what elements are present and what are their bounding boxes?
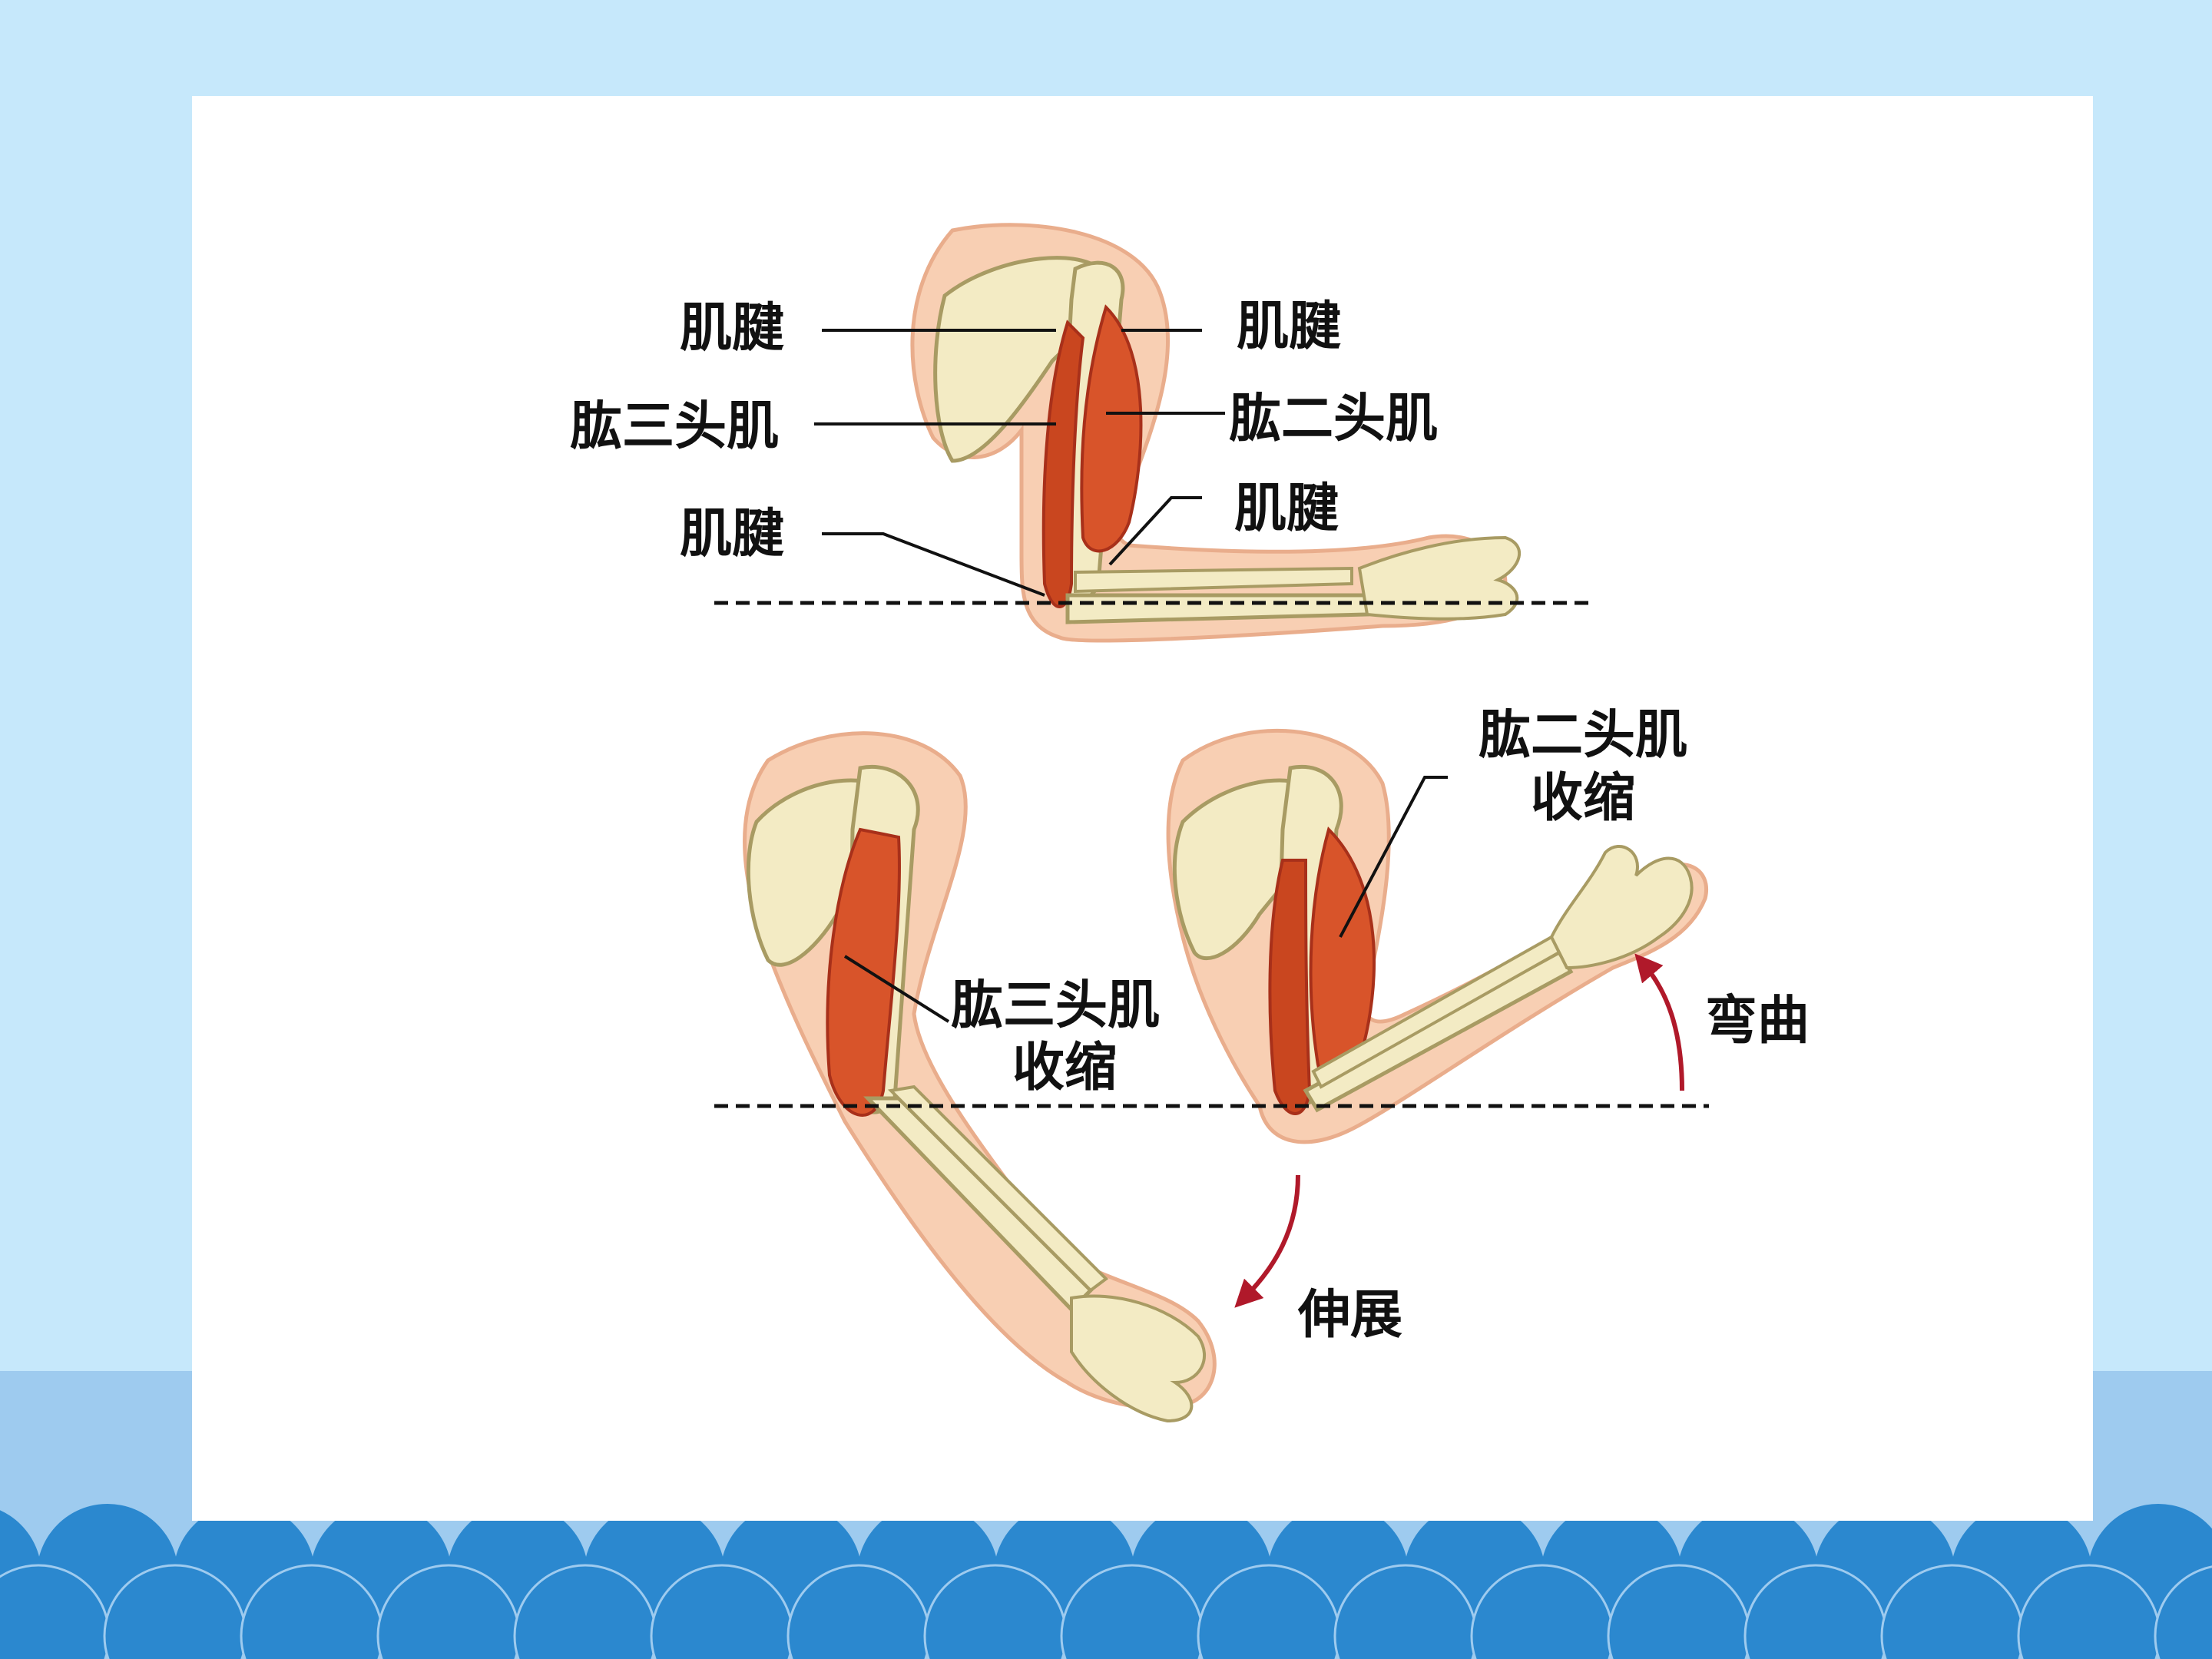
leader-tendon-lower-right — [1108, 496, 1202, 566]
arm-diagram-flexed — [1166, 728, 1708, 1144]
label-biceps-top: 肱二头肌 — [1229, 389, 1438, 449]
label-biceps-contract-line2: 收缩 — [1531, 768, 1635, 829]
triceps-muscle-top — [1041, 320, 1085, 608]
label-biceps-contract-line1: 肱二头肌 — [1479, 705, 1687, 766]
label-triceps-contract-line1: 肱三头肌 — [951, 975, 1160, 1036]
scallop-wave-decoration — [0, 1504, 2212, 1659]
label-triceps-contract-line2: 收缩 — [1012, 1038, 1117, 1098]
hand-extended — [1070, 1294, 1207, 1423]
scallop-front — [2154, 1565, 2212, 1659]
label-tendon-upper-right: 肌腱 — [1237, 296, 1341, 357]
forearm-bone-extended-2 — [887, 1084, 1109, 1293]
triceps-muscle-flexed — [1268, 859, 1312, 1115]
forearm-bone-top-2 — [1074, 566, 1353, 594]
hand-flexed — [1549, 844, 1694, 970]
leader-tendon-lower-left — [822, 532, 1045, 597]
label-flex: 弯曲 — [1705, 991, 1810, 1051]
leader-triceps-contract — [843, 955, 950, 1023]
hand-top — [1357, 535, 1522, 621]
flex-arrow — [1634, 953, 1684, 1091]
scapula-top — [933, 256, 1109, 463]
label-tendon-lower-right: 肌腱 — [1234, 478, 1339, 539]
leader-biceps-contract — [1339, 776, 1448, 938]
arm-diagram-extended — [743, 731, 1217, 1423]
label-tendon-upper-left: 肌腱 — [680, 298, 784, 359]
label-triceps-top: 肱三头肌 — [570, 396, 779, 457]
label-extend: 伸展 — [1297, 1285, 1402, 1346]
label-tendon-lower-left: 肌腱 — [680, 504, 784, 565]
triceps-muscle-extended — [826, 827, 901, 1117]
extend-arrow — [1234, 1174, 1300, 1308]
arm-diagram-top — [714, 223, 1590, 643]
biceps-muscle-top — [1080, 304, 1143, 553]
